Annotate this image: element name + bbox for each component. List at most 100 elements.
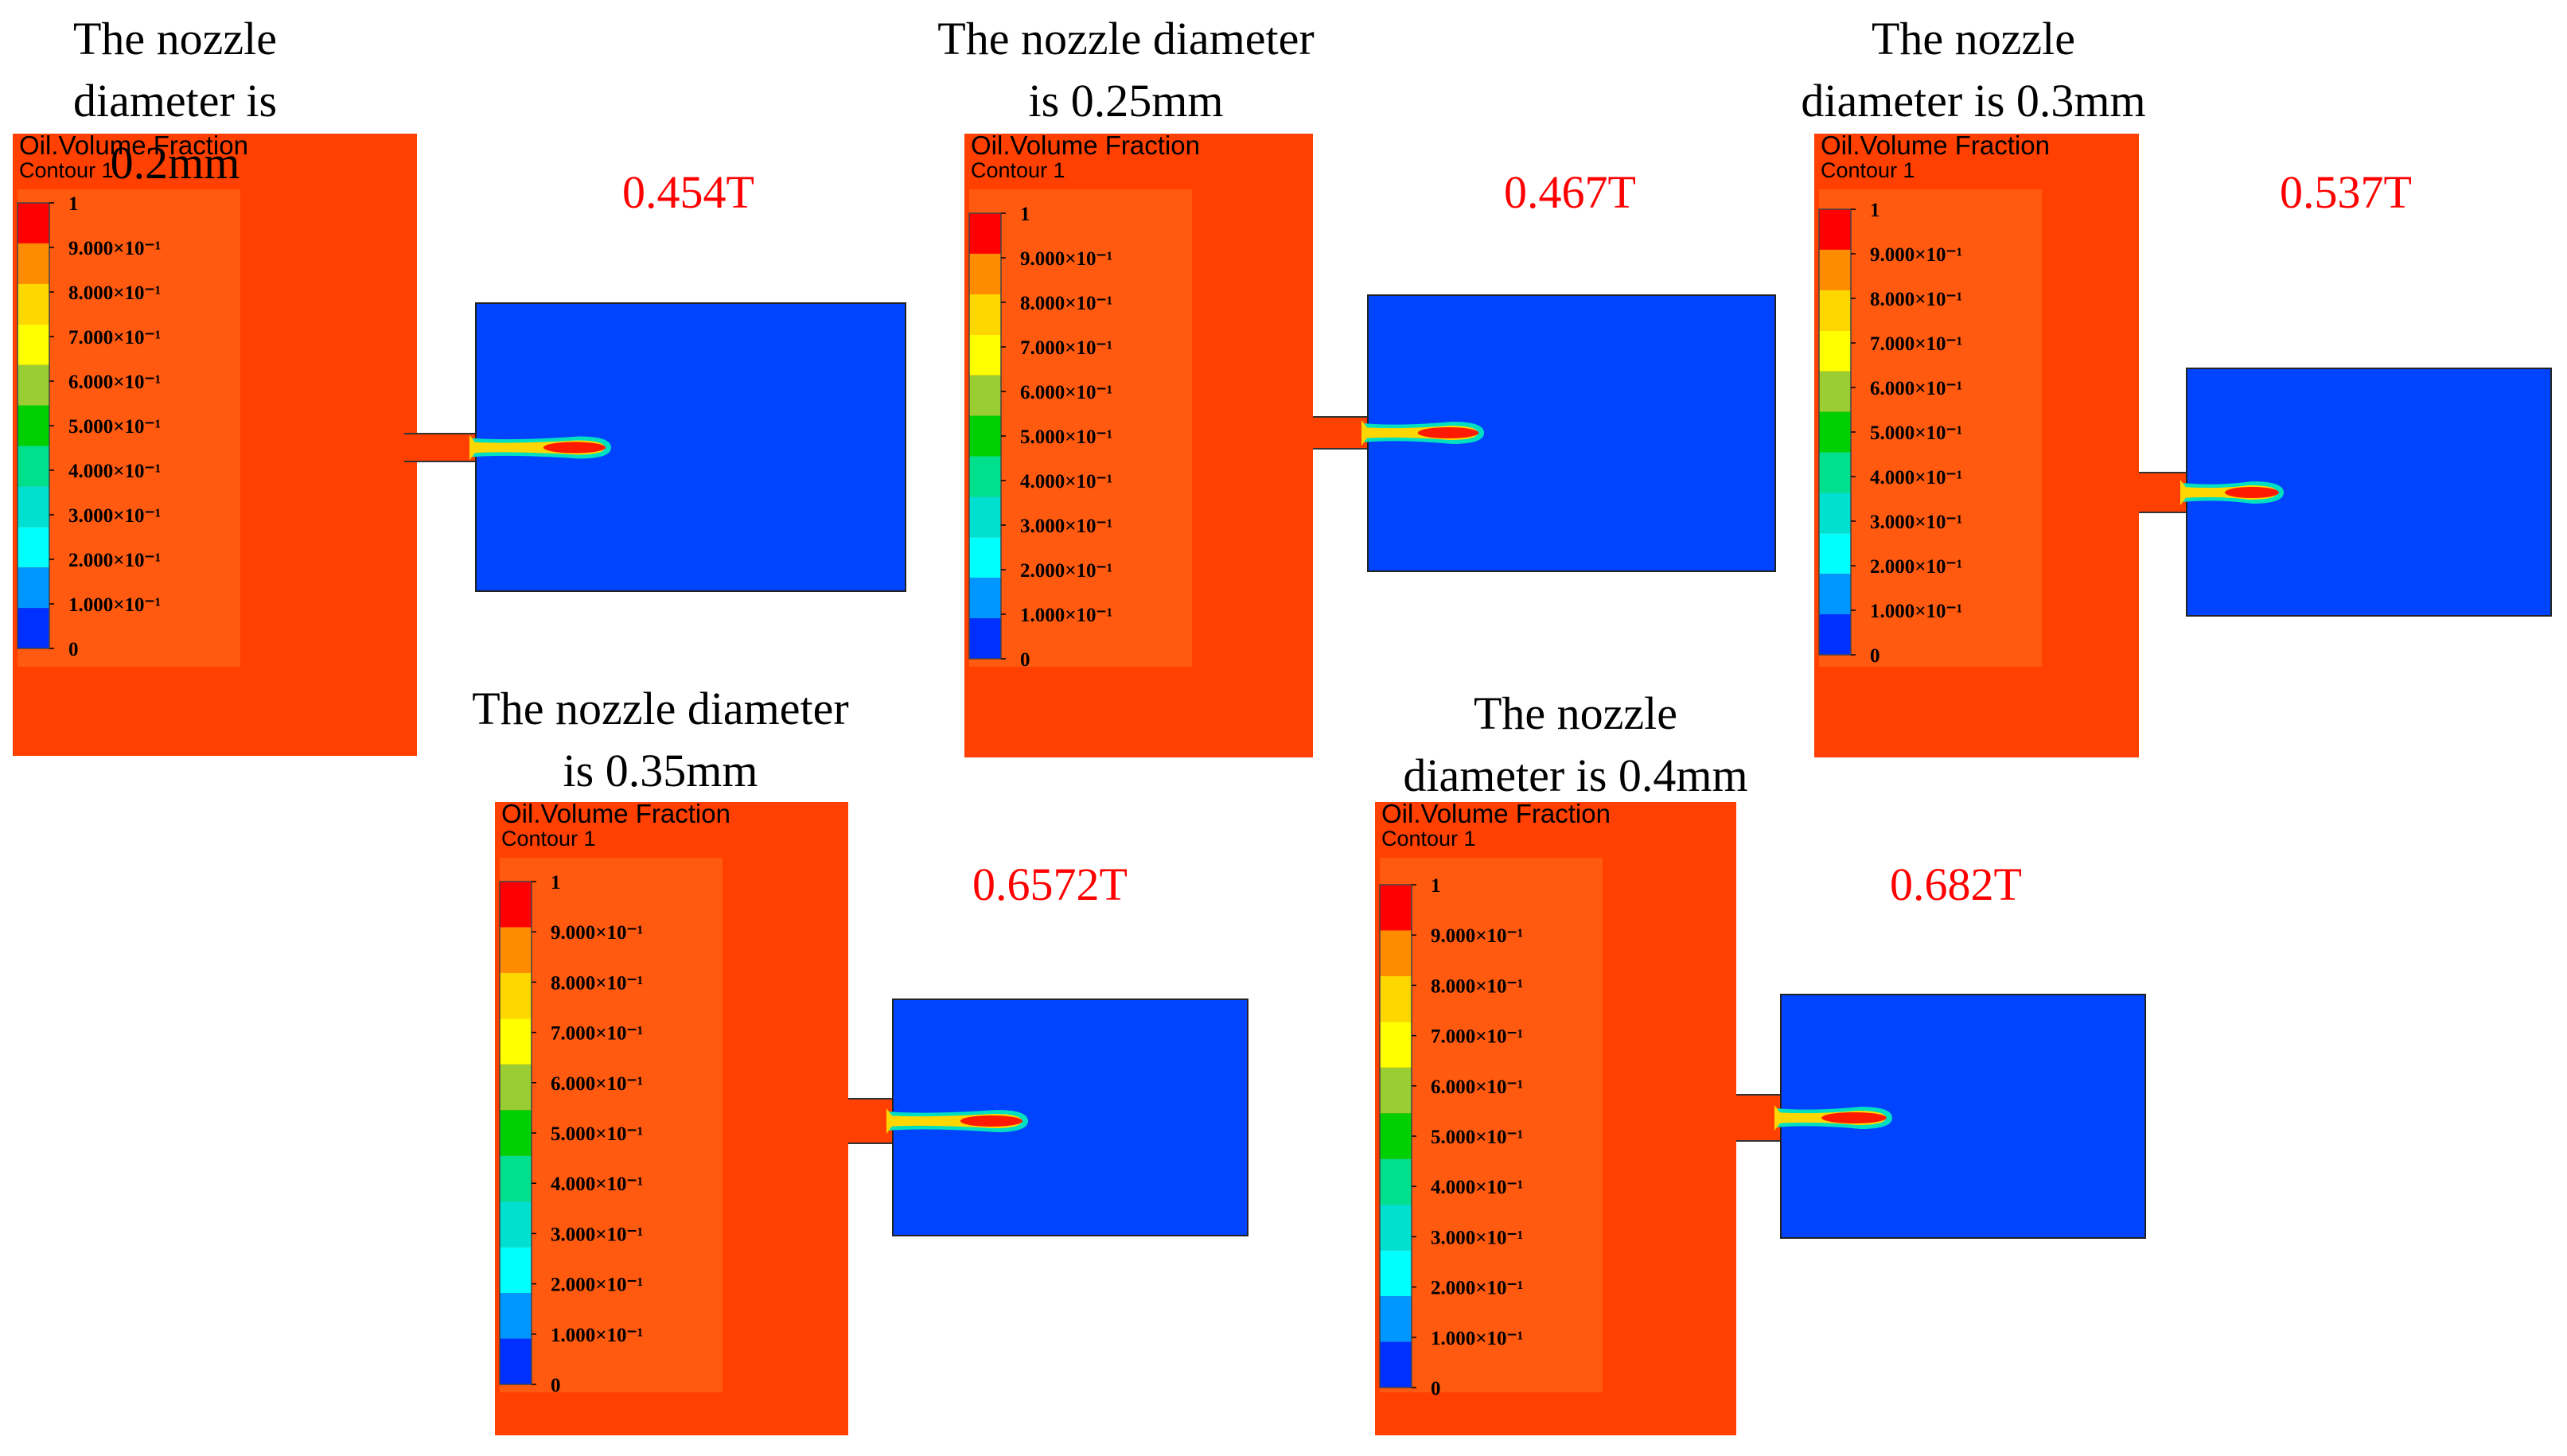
colorbar-tick-label: 3.000×10⁻¹ bbox=[1431, 1227, 1523, 1248]
colorbar-tick-label: 5.000×10⁻¹ bbox=[1870, 422, 1962, 444]
colorbar-segment bbox=[1819, 249, 1851, 290]
colorbar-tick-label: 3.000×10⁻¹ bbox=[1870, 512, 1962, 533]
legend-subtitle: Contour 1 bbox=[971, 158, 1065, 182]
colorbar-tick-label: 2.000×10⁻¹ bbox=[1431, 1278, 1523, 1299]
legend-subtitle: Contour 1 bbox=[1381, 827, 1476, 851]
colorbar-tick-label: 5.000×10⁻¹ bbox=[1431, 1127, 1523, 1148]
colorbar-segment bbox=[500, 1018, 532, 1065]
colorbar-tick-label: 9.000×10⁻¹ bbox=[68, 238, 161, 259]
colorbar-segment bbox=[1380, 1250, 1412, 1297]
colorbar-tick-label: 0 bbox=[68, 639, 79, 660]
colorbar-tick-label: 0 bbox=[1431, 1378, 1441, 1400]
colorbar-segment bbox=[969, 618, 1001, 659]
colorbar-segment bbox=[18, 203, 49, 243]
colorbar-segment bbox=[969, 415, 1001, 457]
colorbar-tick-label: 8.000×10⁻¹ bbox=[551, 972, 643, 994]
legend-subtitle: Contour 1 bbox=[19, 158, 114, 182]
colorbar-tick-label: 5.000×10⁻¹ bbox=[1020, 426, 1112, 448]
colorbar-segment bbox=[1819, 614, 1851, 655]
colorbar-tick-label: 0 bbox=[551, 1375, 561, 1396]
colorbar-tick-label: 1.000×10⁻¹ bbox=[1020, 605, 1112, 626]
time-label: 0.682T bbox=[1890, 858, 2022, 910]
colorbar-tick-label: 2.000×10⁻¹ bbox=[1020, 560, 1112, 582]
colorbar-segment bbox=[1380, 1158, 1412, 1205]
panel-title: The nozzle diameter is 0.3mm bbox=[1801, 13, 2146, 127]
colorbar-segment bbox=[1380, 885, 1412, 931]
jet-plume-core bbox=[960, 1115, 1023, 1127]
colorbar-tick-label: 7.000×10⁻¹ bbox=[68, 327, 161, 348]
colorbar-segment bbox=[500, 1338, 532, 1384]
colorbar-segment bbox=[1380, 1113, 1412, 1159]
colorbar-segment bbox=[969, 496, 1001, 538]
colorbar-tick-label: 1.000×10⁻¹ bbox=[68, 594, 161, 616]
legend-panel bbox=[1819, 189, 2042, 667]
colorbar-tick-label: 2.000×10⁻¹ bbox=[551, 1275, 643, 1296]
colorbar-tick-label: 8.000×10⁻¹ bbox=[68, 282, 161, 304]
colorbar-segment bbox=[500, 1110, 532, 1156]
colorbar-segment bbox=[1380, 975, 1412, 1022]
colorbar-segment bbox=[969, 334, 1001, 376]
colorbar-segment bbox=[969, 537, 1001, 578]
colorbar-segment bbox=[500, 882, 532, 928]
colorbar-segment bbox=[500, 927, 532, 973]
colorbar-tick-label: 9.000×10⁻¹ bbox=[1431, 925, 1523, 947]
time-label: 0.6572T bbox=[972, 858, 1128, 910]
panel-title: The nozzle diameter is 0.25mm bbox=[937, 13, 1315, 127]
colorbar-segment bbox=[1380, 1205, 1412, 1251]
colorbar-segment bbox=[500, 1293, 532, 1339]
colorbar-tick-label: 1 bbox=[551, 872, 561, 893]
colorbar-tick-label: 0 bbox=[1020, 649, 1030, 671]
colorbar-tick-label: 4.000×10⁻¹ bbox=[1431, 1177, 1523, 1198]
colorbar-segment bbox=[1380, 930, 1412, 976]
colorbar-tick-label: 8.000×10⁻¹ bbox=[1870, 289, 1962, 310]
colorbar-segment bbox=[1819, 452, 1851, 493]
jet-plume-core bbox=[2225, 487, 2279, 498]
colorbar-segment bbox=[500, 972, 532, 1019]
legend-subtitle: Contour 1 bbox=[501, 827, 596, 851]
colorbar-segment bbox=[500, 1155, 532, 1202]
legend-panel bbox=[18, 189, 240, 667]
panel-title: The nozzle diameter is 0.4mm bbox=[1403, 687, 1748, 801]
colorbar-segment bbox=[18, 324, 49, 365]
colorbar-segment bbox=[1819, 533, 1851, 574]
panel-title: The nozzle diameter is 0.2mm bbox=[72, 13, 278, 189]
colorbar-tick-label: 4.000×10⁻¹ bbox=[551, 1174, 643, 1195]
colorbar-tick-label: 2.000×10⁻¹ bbox=[68, 550, 161, 571]
colorbar-tick-label: 1 bbox=[68, 193, 79, 215]
colorbar-tick-label: 7.000×10⁻¹ bbox=[1870, 333, 1962, 355]
colorbar-tick-label: 3.000×10⁻¹ bbox=[1020, 516, 1112, 537]
legend-title: Oil.Volume Fraction bbox=[501, 799, 730, 828]
nozzle-channel bbox=[404, 434, 476, 461]
colorbar-tick-label: 7.000×10⁻¹ bbox=[1431, 1026, 1523, 1048]
colorbar-segment bbox=[1380, 1022, 1412, 1068]
time-label: 0.537T bbox=[2280, 166, 2412, 218]
legend-title: Oil.Volume Fraction bbox=[19, 130, 248, 160]
colorbar-segment bbox=[18, 243, 49, 284]
colorbar-segment bbox=[1819, 330, 1851, 372]
jet-plume-core bbox=[543, 442, 606, 454]
colorbar-segment bbox=[969, 294, 1001, 335]
colorbar-segment bbox=[18, 486, 49, 528]
colorbar-segment bbox=[18, 608, 49, 648]
colorbar-tick-label: 9.000×10⁻¹ bbox=[1870, 244, 1962, 266]
colorbar-segment bbox=[500, 1247, 532, 1294]
colorbar-tick-label: 1.000×10⁻¹ bbox=[1870, 601, 1962, 622]
colorbar-tick-label: 6.000×10⁻¹ bbox=[68, 372, 161, 393]
colorbar-segment bbox=[969, 253, 1001, 294]
jet-root bbox=[1361, 420, 1371, 446]
time-label: 0.467T bbox=[1504, 166, 1636, 218]
colorbar-segment bbox=[1380, 1341, 1412, 1388]
colorbar-tick-label: 7.000×10⁻¹ bbox=[1020, 337, 1112, 359]
colorbar-tick-label: 4.000×10⁻¹ bbox=[68, 461, 161, 482]
legend-title: Oil.Volume Fraction bbox=[1821, 130, 2050, 160]
jet-plume-core bbox=[1821, 1112, 1887, 1123]
legend-title: Oil.Volume Fraction bbox=[971, 130, 1200, 160]
colorbar-tick-label: 6.000×10⁻¹ bbox=[1020, 382, 1112, 403]
colorbar-tick-label: 1 bbox=[1020, 204, 1030, 225]
colorbar-segment bbox=[1819, 209, 1851, 250]
legend-panel bbox=[500, 858, 723, 1392]
colorbar-segment bbox=[1819, 574, 1851, 615]
colorbar-segment bbox=[18, 283, 49, 325]
nozzle-channel bbox=[2139, 473, 2187, 512]
